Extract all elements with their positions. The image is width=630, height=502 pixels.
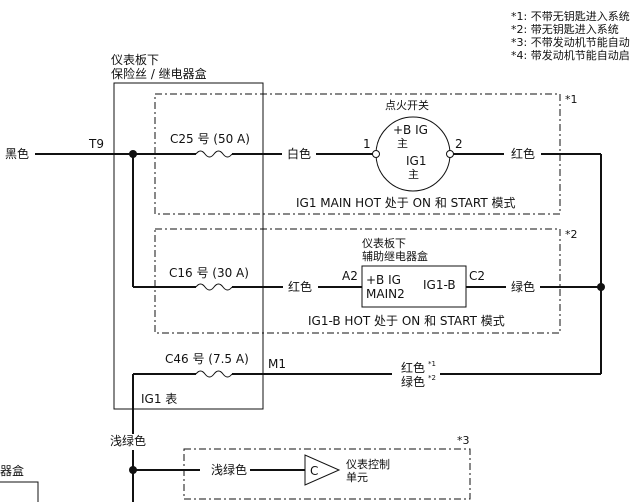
fuse-relay-box: 仪表板下 保险丝 / 继电器盒 IG1 表 T9 — [88, 53, 264, 410]
ignition-switch-name: 点火开关 — [385, 98, 429, 112]
wire-label-red-m1: 红色 — [401, 360, 425, 375]
ignition-mode-text: IG1 MAIN HOT 处于 ON 和 START 模式 — [296, 196, 516, 210]
aux-relay-left-line1: +B IG — [366, 273, 401, 287]
fuse-c46-label: C46 号 (7.5 A) — [165, 352, 249, 366]
ignition-pin-2-terminal — [446, 150, 454, 158]
left-box-fragment — [0, 481, 39, 502]
junction-light-green — [129, 466, 137, 474]
footnotes: *1: 不带无钥匙进入系统 *2: 带无钥匙进入系统 *3: 不带发动机节能自动… — [511, 9, 630, 62]
wire-label-black: 黑色 — [5, 147, 29, 161]
wire-label-light-green-bottom: 浅绿色 — [211, 462, 247, 477]
ignition-pin-right: 2 — [455, 137, 463, 151]
aux-relay-mode-text: IG1-B HOT 处于 ON 和 START 模式 — [308, 314, 505, 328]
aux-relay-left-line2: MAIN2 — [366, 287, 405, 301]
comparator-symbol — [304, 454, 341, 486]
ignition-bottom-text: IG1 — [406, 154, 426, 168]
aux-relay-note-marker: *2 — [565, 228, 578, 241]
fuse-c16-symbol — [195, 283, 233, 291]
ignition-note-marker: *1 — [565, 93, 578, 106]
aux-relay: 仪表板下 辅助继电器盒 +B IG MAIN2 IG1-B A2 C2 IG1-… — [308, 236, 505, 328]
fuse-c25: C25 号 (50 A) — [170, 132, 250, 158]
meter-unit-variant-box — [183, 448, 471, 500]
fuse-c46-symbol — [195, 370, 233, 378]
note-1: *1: 不带无钥匙进入系统 — [511, 9, 630, 23]
ignition-pin-1-terminal — [372, 150, 380, 158]
wire-label-m1: M1 — [268, 357, 286, 371]
junction-t9 — [129, 150, 137, 158]
junction-right-bus — [597, 283, 605, 291]
wire-label-red-relay: 红色 — [288, 279, 312, 294]
fuse-c25-symbol — [195, 150, 233, 158]
left-box-fragment-label: 器盒 — [0, 463, 24, 478]
fuse-c46: C46 号 (7.5 A) — [165, 352, 249, 378]
aux-relay-box — [361, 265, 467, 308]
fuse-c16: C16 号 (30 A) — [169, 266, 249, 291]
ignition-pin-left: 1 — [363, 137, 371, 151]
wire-label-red-switch: 红色 — [511, 146, 535, 161]
note-3: *3: 不带发动机节能自动 — [511, 35, 630, 49]
fuse-c25-label: C25 号 (50 A) — [170, 132, 250, 146]
wires — [0, 153, 602, 502]
ignition-switch: 点火开关 +B IG 主 IG1 主 1 2 IG1 MAIN HOT 处于 O… — [296, 98, 516, 210]
aux-relay-pin-right: C2 — [469, 269, 485, 283]
wire-sup-2: *2 — [428, 374, 436, 382]
meter-control-unit: C 仪表控制 单元 — [304, 454, 390, 486]
wire-sup-1: *1 — [428, 360, 436, 368]
note-2: *2: 带无钥匙进入系统 — [511, 22, 619, 36]
meter-unit-name-line1: 仪表控制 — [346, 457, 390, 471]
wire-label-green-relay: 绿色 — [511, 279, 535, 294]
ignition-bottom-sub: 主 — [408, 168, 419, 181]
fuse-c16-label: C16 号 (30 A) — [169, 266, 249, 280]
meter-unit-note-marker: *3 — [457, 434, 470, 447]
note-4: *4: 带发动机节能自动启 — [511, 48, 630, 62]
fuse-box-bottom-label: IG1 表 — [141, 392, 177, 406]
connector-t9: T9 — [88, 137, 104, 151]
wire-label-white: 白色 — [287, 146, 311, 161]
ignition-top-sub: 主 — [397, 137, 408, 150]
wire-label-light-green-vertical: 浅绿色 — [110, 433, 146, 448]
aux-relay-name-line2: 辅助继电器盒 — [362, 249, 428, 263]
aux-relay-name-line1: 仪表板下 — [362, 236, 406, 250]
comparator-label: C — [310, 464, 318, 478]
fuse-box-title-line2: 保险丝 / 继电器盒 — [111, 66, 207, 81]
ignition-top-text: +B IG — [393, 123, 428, 137]
wire-label-green-m1: 绿色 — [401, 374, 425, 389]
aux-relay-variant-box — [154, 228, 561, 334]
aux-relay-right-text: IG1-B — [423, 278, 456, 292]
fuse-box-title-line1: 仪表板下 — [111, 53, 159, 67]
meter-unit-name-line2: 单元 — [346, 471, 368, 484]
aux-relay-pin-left: A2 — [342, 269, 358, 283]
fuse-box-outline — [113, 82, 264, 410]
